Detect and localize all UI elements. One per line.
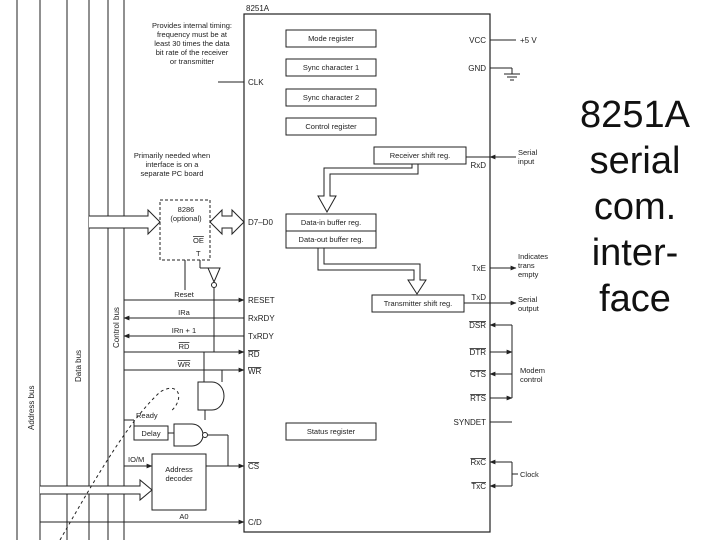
pin-txc: TxC xyxy=(471,482,486,491)
slide-title: 8251A serial com. inter- face xyxy=(560,92,710,322)
rd-signal-label: RD xyxy=(179,342,190,351)
chip-8251a-body xyxy=(243,13,491,533)
address-bus xyxy=(16,0,41,540)
buffer-to-chip-arrow xyxy=(209,208,245,236)
status-register-label: Status register xyxy=(307,427,356,436)
clock-label: Clock xyxy=(520,470,539,479)
control-register-box xyxy=(285,117,377,136)
transmit-path-arrow xyxy=(317,247,427,295)
clk-note-4: bit rate of the receiver xyxy=(156,48,229,57)
pin-rxd: RxD xyxy=(470,161,486,170)
pin-gnd: GND xyxy=(468,64,486,73)
timing-curve xyxy=(59,387,180,540)
receiver-shift-register-box xyxy=(373,146,467,165)
trans-empty-label-1: Indicates xyxy=(518,252,548,261)
ready-label: Ready xyxy=(136,411,158,420)
pin-syndet: SYNDET xyxy=(454,418,487,427)
clk-note-1: Provides internal timing: xyxy=(152,21,232,30)
wr-signal-label: WR xyxy=(178,360,191,369)
irb-signal-label: IRn + 1 xyxy=(172,326,196,335)
buffer-note-3: separate PC board xyxy=(141,169,204,178)
pin-dtr: DTR xyxy=(470,348,487,357)
slide-title-line-3: com. xyxy=(593,186,677,228)
a0-label: A0 xyxy=(179,512,188,521)
slide-title-line-5: face xyxy=(599,278,671,320)
trans-empty-label-2: trans xyxy=(518,261,535,270)
receiver-shift-register-label: Receiver shift reg. xyxy=(390,151,450,160)
pin-rts: RTS xyxy=(470,394,486,403)
data-bus-label: Data bus xyxy=(74,350,83,382)
pin-rxrdy: RxRDY xyxy=(248,314,275,323)
sync-character-1-box xyxy=(285,58,377,77)
pin-cts: CTS xyxy=(470,370,486,379)
pin-dsr: DSR xyxy=(469,321,486,330)
buffer-note-1: Primarily needed when xyxy=(134,151,210,160)
inverter-gate xyxy=(207,267,221,284)
buffer-chip-name: 8286 xyxy=(178,205,195,214)
clk-note-5: or transmitter xyxy=(170,57,215,66)
ira-signal-label: IRa xyxy=(178,308,191,317)
t-label: T xyxy=(196,249,201,258)
pin-reset: RESET xyxy=(248,296,275,305)
data-out-buffer-label: Data-out buffer reg. xyxy=(299,235,364,244)
pin-clk: CLK xyxy=(248,78,264,87)
pin-cd: C/D xyxy=(248,518,262,527)
buffer-note-2: interface is on a xyxy=(146,160,200,169)
control-register-label: Control register xyxy=(305,122,357,131)
sync-character-2-label: Sync character 2 xyxy=(303,93,359,102)
address-bus-label: Address bus xyxy=(27,386,36,430)
pin-rd: RD xyxy=(248,350,260,359)
sync-character-1-label: Sync character 1 xyxy=(303,63,359,72)
receive-path-arrow xyxy=(317,163,419,214)
pin-wr: WR xyxy=(248,367,262,376)
pin-vcc: VCC xyxy=(469,36,486,45)
sync-character-2-box xyxy=(285,88,377,107)
control-bus xyxy=(107,0,125,540)
oe-label: OE xyxy=(193,236,204,245)
slide-title-line-4: inter- xyxy=(591,232,679,274)
slide-title-line-1: 8251A xyxy=(580,94,690,136)
serial-output-label-2: output xyxy=(518,304,540,313)
pin-cs: CS xyxy=(248,462,259,471)
delay-label: Delay xyxy=(141,429,160,438)
address-decoder-label-2: decoder xyxy=(165,474,193,483)
serial-input-label-1: Serial xyxy=(518,148,538,157)
trans-empty-label-3: empty xyxy=(518,270,539,279)
data-in-buffer-label: Data-in buffer reg. xyxy=(301,218,361,227)
serial-output-label-1: Serial xyxy=(518,295,538,304)
buffer-chip-optional: (optional) xyxy=(170,214,202,223)
io-m-label: IO/M xyxy=(128,455,144,464)
transmitter-shift-register-label: Transmitter shift reg. xyxy=(384,299,453,308)
reset-signal-label: Reset xyxy=(174,290,195,299)
vcc-value: +5 V xyxy=(520,36,537,45)
address-to-decoder-arrow xyxy=(40,478,153,502)
and-gate-upper xyxy=(197,381,225,411)
mode-register-box xyxy=(285,29,377,48)
data-bus xyxy=(66,0,90,540)
status-register-box xyxy=(285,422,377,441)
modem-control-label-1: Modem xyxy=(520,366,545,375)
chip-name: 8251A xyxy=(246,4,270,13)
pin-txe: TxE xyxy=(472,264,486,273)
address-decoder-box xyxy=(151,453,207,511)
pin-d7-d0: D7–D0 xyxy=(248,218,273,227)
modem-control-label-2: control xyxy=(520,375,543,384)
slide-title-line-2: serial xyxy=(589,140,681,182)
clk-note-2: frequency must be at xyxy=(157,30,228,39)
serial-input-label-2: input xyxy=(518,157,535,166)
control-bus-label: Control bus xyxy=(112,307,121,348)
pin-rxc: RxC xyxy=(470,458,486,467)
pin-txrdy: TxRDY xyxy=(248,332,274,341)
address-decoder-label-1: Address xyxy=(165,465,193,474)
pin-txd: TxD xyxy=(471,293,486,302)
and-gate-lower xyxy=(173,423,204,447)
data-out-buffer-box xyxy=(285,230,377,249)
clk-note-3: least 30 times the data xyxy=(154,39,230,48)
mode-register-label: Mode register xyxy=(308,34,354,43)
